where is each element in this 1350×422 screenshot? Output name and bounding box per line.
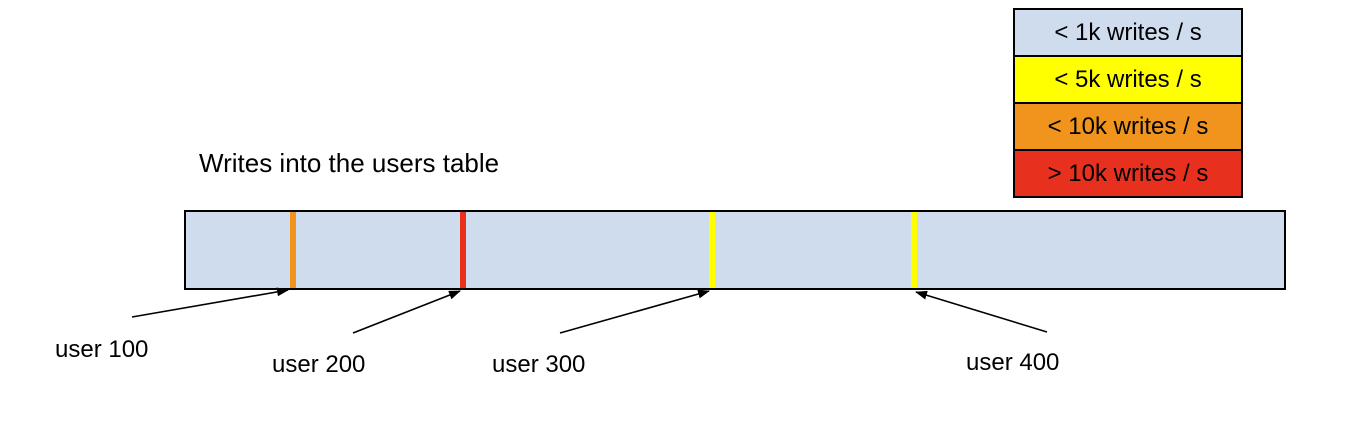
write-hotspot-user-300 [709,212,715,288]
write-hotspot-user-400 [911,212,917,288]
users-table-bar [184,210,1286,290]
legend-item-gt-10k: > 10k writes / s [1015,151,1241,196]
arrow-user-200 [352,290,461,334]
legend-item-lt-10k: < 10k writes / s [1015,104,1241,151]
legend-item-lt-1k: < 1k writes / s [1015,10,1241,57]
arrow-user-100 [131,287,289,318]
write-hotspot-user-100 [290,212,296,288]
diagram-title: Writes into the users table [199,148,500,178]
label-user-400: user 400 [966,349,1060,376]
legend-label-gt-10k: > 10k writes / s [1047,160,1209,187]
legend-label-lt-10k: < 10k writes / s [1047,113,1209,140]
arrow-user-300 [559,289,710,334]
legend-label-lt-1k: < 1k writes / s [1054,19,1202,46]
arrow-user-400 [915,290,1048,333]
write-hotspot-user-200 [460,212,466,288]
legend-item-lt-5k: < 5k writes / s [1015,57,1241,104]
legend: < 1k writes / s < 5k writes / s < 10k wr… [1013,8,1243,198]
label-user-100: user 100 [55,336,149,363]
label-user-200: user 200 [272,351,366,378]
label-user-300: user 300 [492,351,586,378]
legend-label-lt-5k: < 5k writes / s [1054,66,1202,93]
